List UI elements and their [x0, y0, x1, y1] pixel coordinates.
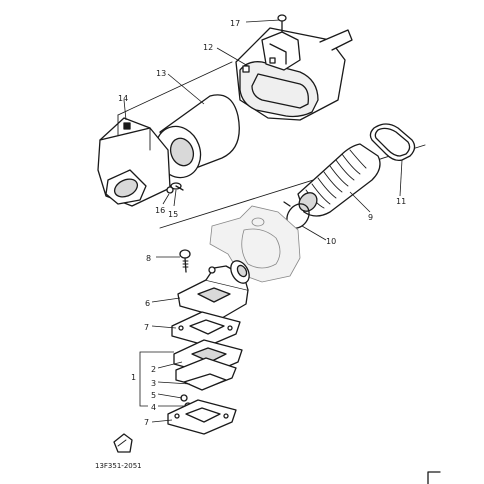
callout-9: 9 — [368, 213, 373, 222]
callout-17: 17 — [230, 19, 240, 28]
callout-16: 16 — [155, 206, 165, 215]
case-bolt — [170, 182, 184, 191]
callout-15: 15 — [168, 210, 178, 219]
intake-manifold — [177, 260, 250, 319]
callout-labels: 17 12 13 14 16 15 11 9 10 8 6 7 1 2 3 5 … — [118, 19, 406, 427]
assembly-bracket — [139, 351, 174, 407]
intake-gasket — [369, 123, 416, 162]
callout-13: 13 — [156, 69, 166, 78]
callout-6: 6 — [145, 299, 150, 308]
callout-12: 12 — [203, 43, 213, 52]
reference-hand-icon — [113, 433, 133, 453]
engine-block-ghost — [209, 205, 301, 283]
callout-7-upper: 7 — [144, 323, 149, 332]
case-collar — [166, 186, 174, 194]
air-box-cover — [235, 27, 353, 121]
leader-lines — [123, 19, 403, 423]
manifold-gasket-lower — [167, 399, 237, 435]
callout-11: 11 — [396, 197, 406, 206]
callout-3: 3 — [151, 379, 156, 388]
callout-8: 8 — [146, 254, 151, 263]
manifold-gasket-upper — [171, 311, 241, 347]
air-box-case — [97, 117, 171, 207]
callout-2: 2 — [151, 365, 156, 374]
diagram-code: 13F351-2051 — [95, 462, 142, 470]
callout-7-lower: 7 — [144, 418, 149, 427]
corner-mark — [427, 471, 441, 484]
callout-10: 10 — [326, 237, 336, 246]
callout-5: 5 — [151, 391, 156, 400]
callout-14: 14 — [118, 94, 128, 103]
intake-duct — [297, 143, 381, 217]
callout-1: 1 — [131, 373, 136, 382]
manifold-bolt — [179, 249, 191, 273]
reed-petal — [183, 373, 227, 391]
callout-4: 4 — [151, 403, 156, 412]
cover-screw — [277, 14, 287, 33]
